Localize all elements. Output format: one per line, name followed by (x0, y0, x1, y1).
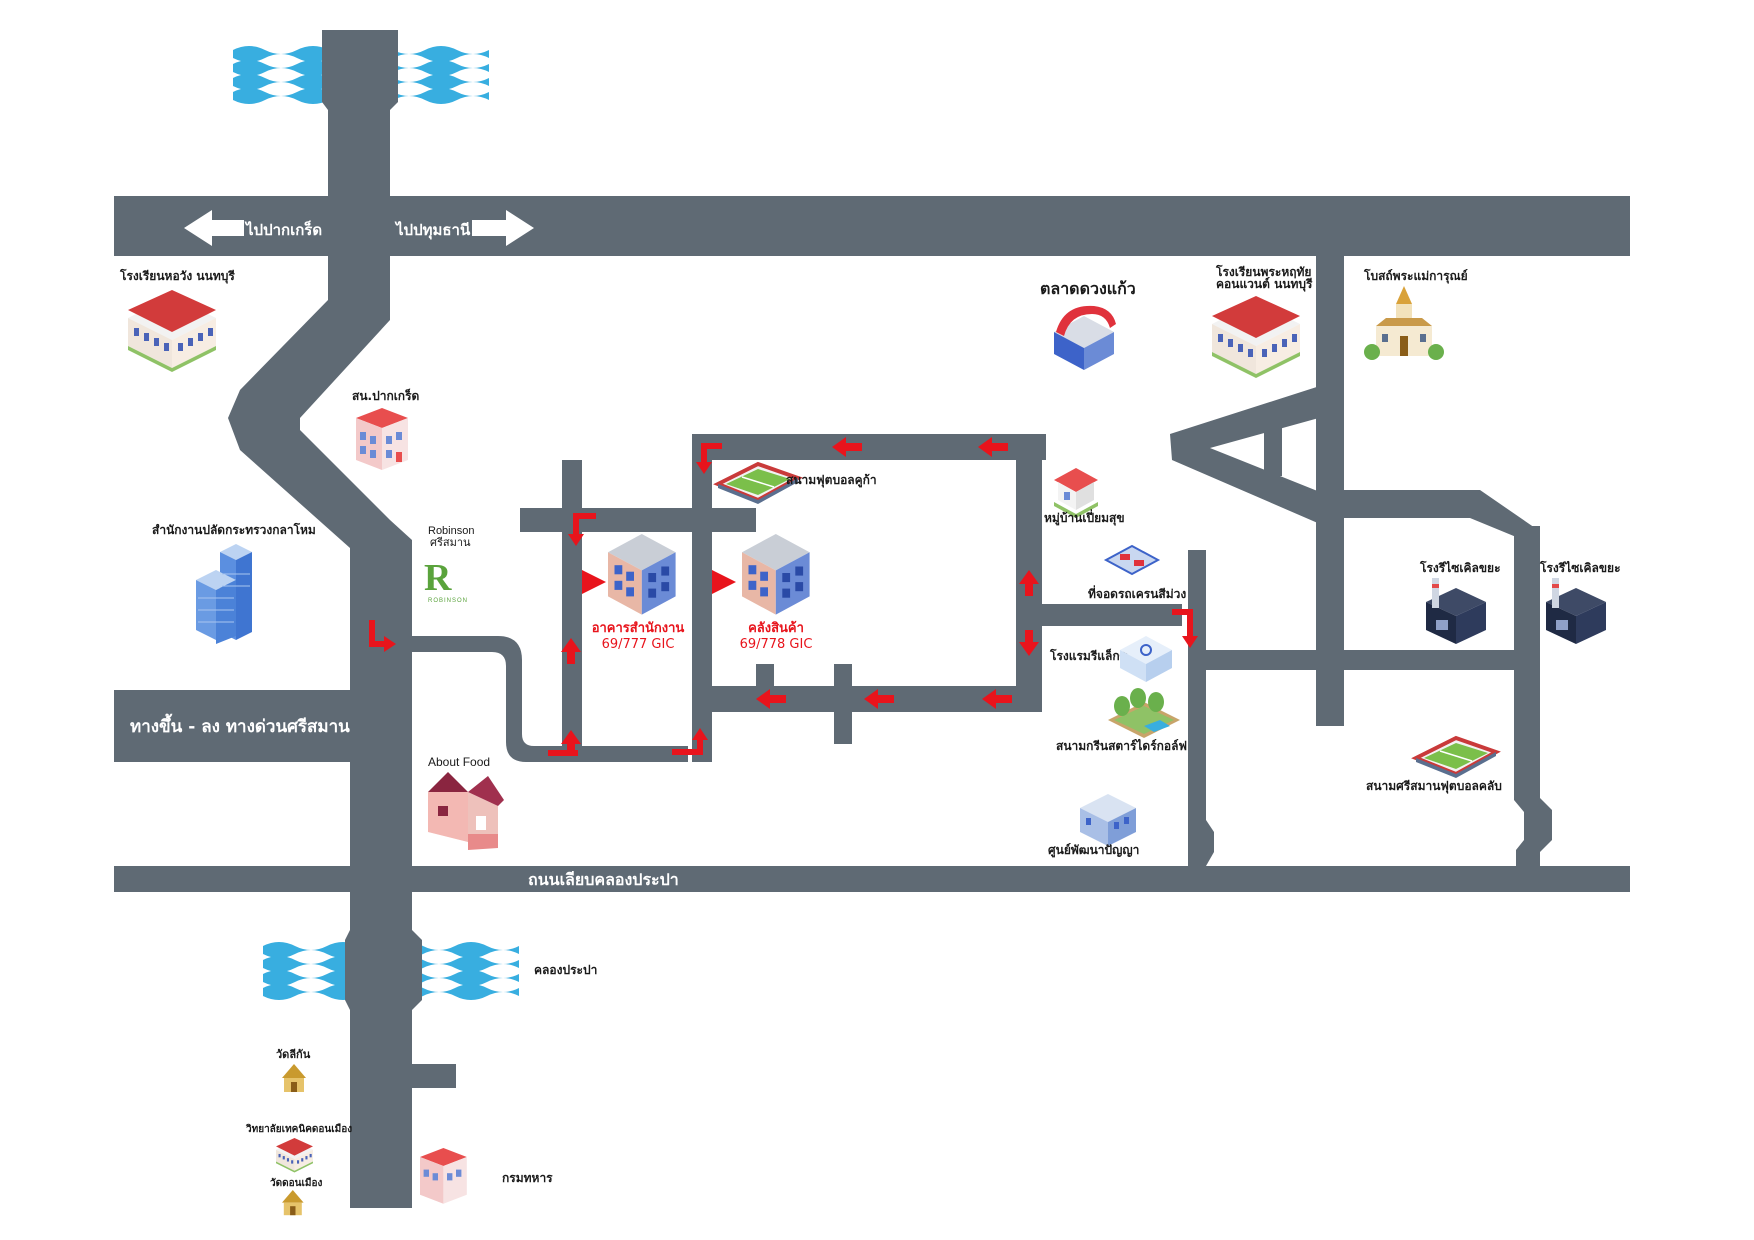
church-icon (1364, 286, 1444, 360)
village-label: หมู่บ้านเปี่ยมสุข (1044, 509, 1125, 526)
warehouse-pointer (712, 570, 736, 594)
route-arrow (672, 728, 708, 755)
warehouse-name: คลังสินค้า (748, 620, 804, 636)
football-field-ku-label: สนามฟุตบอลคูก้า (786, 473, 877, 488)
route-arrow (561, 638, 581, 664)
route-arrow (832, 437, 862, 457)
village-house-icon (1054, 468, 1098, 518)
factory-icon (1426, 578, 1486, 644)
development-center-label: ศูนย์พัฒนาปัญญา (1048, 843, 1139, 858)
top-road-left-label: ไปปากเกร็ด (244, 220, 322, 239)
canal-label: คลองประปา (534, 963, 597, 977)
route-arrow (756, 689, 786, 709)
srisaman-football-label: สนามศรีสมานฟุตบอลคลับ (1366, 779, 1502, 794)
route-arrow (548, 750, 578, 756)
route-arrows (369, 437, 1198, 756)
golf-label: สนามกรีนสตาร์ไดร์กอล์ฟ (1056, 738, 1187, 753)
warehouse-building-icon (742, 534, 810, 615)
wat-donmueang-label: วัดดอนเมือง (270, 1177, 322, 1189)
school-icon (1212, 296, 1300, 378)
warehouse-number: 69/778 GIC (740, 637, 813, 652)
temple-icon (282, 1190, 304, 1216)
pakkret-police-label: สน.ปากเกร็ด (352, 388, 420, 403)
route-arrow (568, 513, 596, 546)
office-building-icon (608, 534, 676, 615)
church-label: โบสถ์พระแม่การุณย์ (1363, 268, 1468, 284)
route-arrow (1019, 570, 1039, 596)
temple-icon (282, 1064, 306, 1092)
top-road-left-sign: ไปปากเกร็ด (184, 210, 322, 246)
crane-parking-label: ที่จอดรถเครนสีม่วง (1088, 585, 1186, 601)
house-icon (428, 772, 504, 850)
wat-lakkan-label: วัดลีกัน (276, 1048, 311, 1061)
bottom-road-label: ถนนเลียบคลองประปา (528, 870, 679, 889)
about-food-label: About Food (428, 755, 490, 769)
route-arrow (1019, 630, 1039, 656)
army-department-label: กรมทหาร (502, 1171, 553, 1185)
robinson-label-line2: ศรีสมาน (430, 536, 471, 549)
route-arrow (982, 689, 1012, 709)
office-pointer (582, 570, 606, 594)
factory-icon (1546, 578, 1606, 644)
route-arrow (369, 620, 396, 652)
hotel-label: โรงแรมรีแล็กซ์ (1049, 648, 1128, 663)
school-icon (128, 290, 216, 372)
office-tower-icon (196, 544, 252, 644)
route-arrow (561, 730, 581, 754)
school-sacred-heart-label-line1: โรงเรียนพระหฤทัย (1215, 264, 1311, 279)
recycle-plant-2-label: โรงรีไซเคิลขยะ (1539, 560, 1621, 575)
college-icon (276, 1138, 313, 1173)
market-label: ตลาดดวงแก้ว (1040, 279, 1136, 298)
development-center-icon (1080, 794, 1136, 846)
recycle-plant-1-label: โรงรีไซเคิลขยะ (1419, 560, 1501, 575)
school-horwang-label: โรงเรียนหอวัง นนทบุรี (119, 268, 235, 284)
expressway-label: ทางขึ้น - ลง ทางด่วนศรีสมาน (130, 713, 350, 737)
route-arrow (978, 437, 1008, 457)
golf-course-icon (1108, 688, 1180, 738)
hotel-icon (1120, 636, 1172, 682)
route-arrow (696, 443, 722, 474)
office-name: อาคารสำนักงาน (592, 620, 685, 636)
football-field-icon (1414, 736, 1498, 780)
school-sacred-heart-label-line2: คอนแวนต์ นนทบุรี (1216, 277, 1313, 292)
road-network (114, 30, 1630, 1208)
tech-college-label: วิทยาลัยเทคนิคดอนเมือง (246, 1123, 353, 1135)
robinson-label-line1: Robinson (428, 525, 474, 537)
top-road-right-label: ไปปทุมธานี (394, 220, 471, 240)
ministry-office-label: สำนักงานปลัดกระทรวงกลาโหม (152, 522, 316, 537)
office-number: 69/777 GIC (602, 637, 675, 652)
police-station-icon (356, 408, 408, 470)
army-building-icon (420, 1148, 467, 1204)
robinson-logo: R ROBINSON (424, 557, 468, 604)
route-arrow (864, 689, 894, 709)
crane-parking-icon (1103, 544, 1161, 576)
top-road-right-sign: ไปปทุมธานี (394, 210, 534, 246)
robinson-logo-letter: R (424, 557, 452, 599)
market-icon (1054, 305, 1116, 370)
robinson-logo-text: ROBINSON (428, 598, 468, 604)
route-arrow (1172, 609, 1198, 648)
